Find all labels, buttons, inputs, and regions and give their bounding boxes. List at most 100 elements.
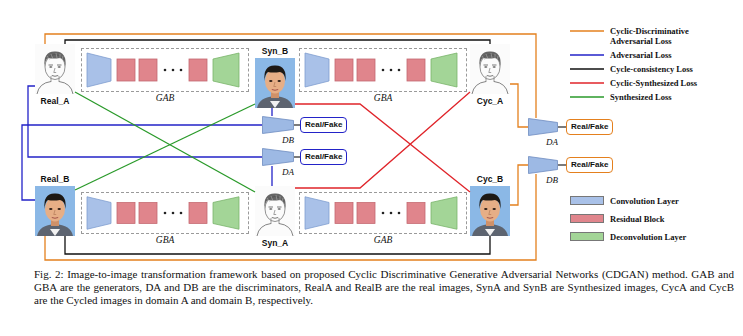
loss-connector: [75, 92, 255, 192]
layer-legend: Convolution LayerResidual BlockDeconvolu…: [570, 196, 686, 250]
face-image: Real_B: [35, 186, 75, 236]
loss-connector: [295, 104, 470, 192]
legend-row: Synthesized Loss: [570, 92, 730, 102]
image-label: Cyc_A: [477, 96, 503, 106]
legend-row: Cyclic-Discriminative Adversarial Loss: [570, 26, 730, 46]
loss-connector: [28, 86, 262, 157]
legend-text: Cyclic-Discriminative Adversarial Loss: [610, 26, 730, 46]
legend-row: Deconvolution Layer: [570, 232, 686, 242]
output-label: Real/Fake: [571, 160, 608, 170]
loss-connector: [271, 108, 272, 116]
legend-swatch: [570, 214, 604, 223]
discriminator-label: DA: [282, 167, 294, 177]
discriminator-shape: [529, 157, 558, 174]
loss-connector: [22, 125, 262, 200]
output-label: Real/Fake: [571, 122, 608, 132]
legend-row: Cyclic-Synthesized Loss: [570, 78, 730, 88]
legend-line-sample: [570, 78, 604, 88]
image-label: Syn_A: [262, 238, 288, 248]
image-label: Cyc_B: [477, 174, 503, 184]
generator-label: GBA: [374, 93, 392, 103]
sketch-face: [35, 44, 75, 94]
legend-text: Residual Block: [610, 214, 665, 224]
loss-connector: [510, 84, 528, 127]
loss-connector: [558, 164, 566, 165]
legend-row: Cycle-consistency Loss: [570, 64, 730, 74]
real-fake-output: Real/Fake: [566, 119, 613, 135]
legend-line-sample: [570, 30, 604, 31]
legend-line-sample: [570, 64, 604, 74]
legend-text: Cyclic-Synthesized Loss: [610, 78, 697, 88]
loss-connector: [271, 166, 272, 186]
discriminator-label: DA: [546, 137, 558, 147]
image-label: Syn_B: [262, 46, 288, 56]
legend-text: Convolution Layer: [610, 196, 679, 206]
legend-line-sample: [570, 54, 604, 55]
legend-line-sample: [570, 96, 604, 97]
legend-swatch: [570, 196, 604, 205]
output-label: Real/Fake: [305, 120, 342, 130]
legend-row: Adversarial Loss: [570, 50, 730, 60]
sketch-face: [470, 44, 510, 94]
discriminator: DA: [528, 118, 558, 136]
discriminator-label: DB: [546, 175, 558, 185]
face-image: Syn_B: [255, 58, 295, 108]
generator-label: GBA: [156, 235, 174, 245]
photo-face: [255, 58, 295, 108]
discriminator-label: DB: [282, 135, 294, 145]
discriminator: DB: [528, 156, 558, 174]
image-label: Real_A: [41, 96, 70, 106]
discriminator: DB: [262, 116, 294, 134]
discriminator: DA: [262, 148, 294, 166]
legend-row: Residual Block: [570, 214, 686, 224]
caption: Fig. 2: Image-to-image transformation fr…: [34, 268, 734, 307]
legend-text: Deconvolution Layer: [610, 232, 686, 242]
legend-text: Cycle-consistency Loss: [610, 64, 693, 74]
legend-text: Adversarial Loss: [610, 50, 672, 60]
legend-line-sample: [570, 92, 604, 102]
face-image: Syn_A: [255, 186, 295, 236]
loss-connector: [75, 104, 255, 190]
discriminator-shape: [528, 156, 558, 174]
loss-connector: [558, 126, 566, 127]
discriminator-shape: [262, 116, 294, 134]
legend-swatch: [570, 232, 604, 241]
legend-text: Synthesized Loss: [610, 92, 672, 102]
discriminator-shape: [262, 148, 294, 166]
generator-layers: [305, 53, 457, 87]
generator-label: GAB: [156, 93, 174, 103]
loss-connector: [65, 40, 490, 44]
legend-line-sample: [570, 26, 604, 36]
face-image: Cyc_A: [470, 44, 510, 94]
loss-connector: [45, 34, 536, 118]
loss-connector: [65, 236, 490, 254]
loss-legend: Cyclic-Discriminative Adversarial LossAd…: [570, 26, 730, 106]
output-label: Real/Fake: [305, 152, 342, 162]
legend-row: Convolution Layer: [570, 196, 686, 206]
loss-connector: [295, 92, 470, 188]
generator-label: GAB: [374, 235, 392, 245]
discriminator-shape: [263, 117, 294, 134]
generator-block: GBA: [299, 48, 467, 92]
real-fake-output: Real/Fake: [566, 157, 613, 173]
photo-face: [35, 186, 75, 236]
discriminator-shape: [263, 149, 294, 166]
loss-connector: [510, 165, 528, 205]
legend-line-sample: [570, 50, 604, 60]
face-image: Real_A: [35, 44, 75, 94]
loss-connector: [45, 174, 536, 260]
discriminator-shape: [528, 118, 558, 136]
legend-line-sample: [570, 68, 604, 69]
generator-layers: [305, 197, 457, 229]
generator-block: GAB: [81, 48, 249, 92]
generator-layers: [87, 53, 239, 87]
real-fake-output: Real/Fake: [300, 149, 347, 165]
legend-line-sample: [570, 82, 604, 83]
face-image: Cyc_B: [470, 186, 510, 236]
generator-layers: [87, 197, 239, 229]
real-fake-output: Real/Fake: [300, 117, 347, 133]
image-label: Real_B: [41, 174, 70, 184]
discriminator-shape: [529, 119, 558, 136]
sketch-face: [255, 186, 295, 236]
photo-face: [470, 186, 510, 236]
